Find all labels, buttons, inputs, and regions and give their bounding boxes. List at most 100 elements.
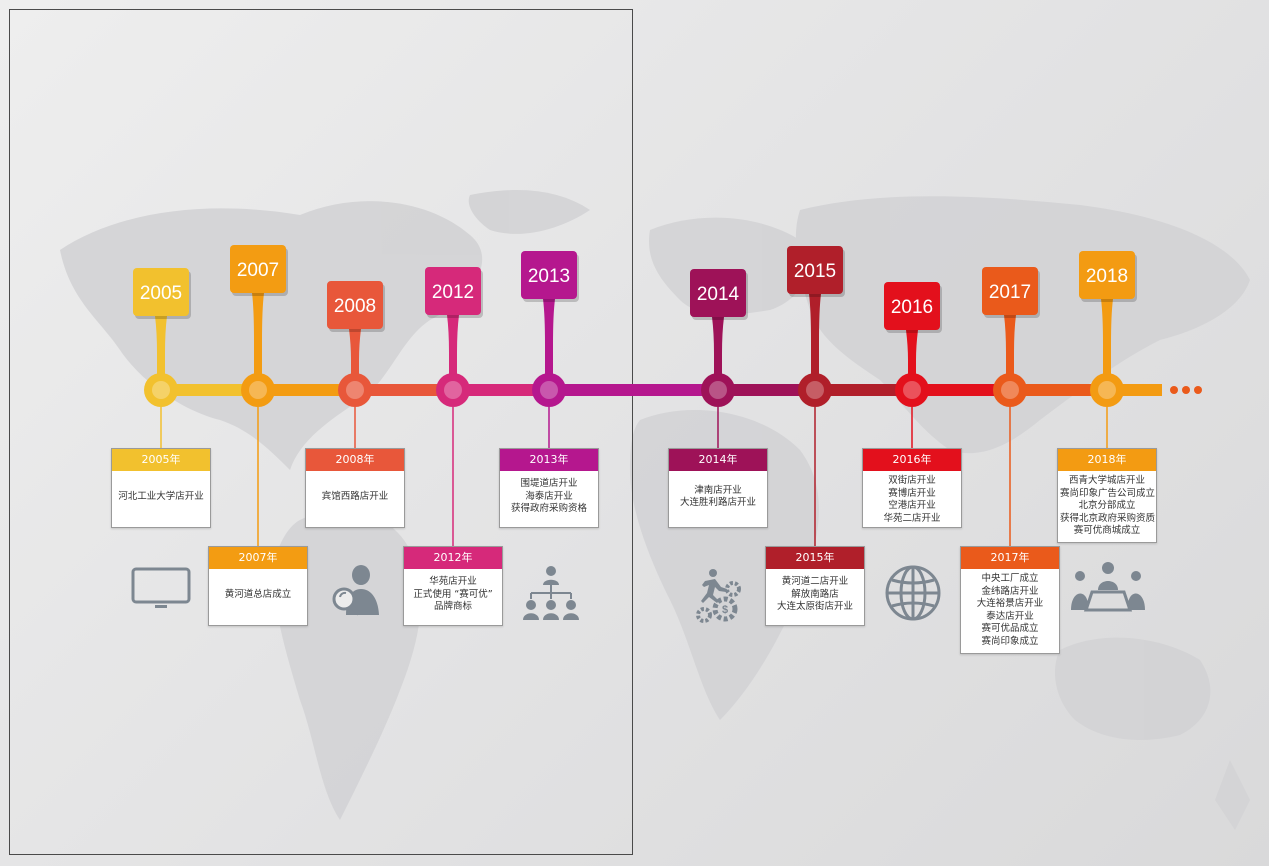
event-item: 正式使用 “赛可优” [413,588,493,600]
event-card-2014: 2014年津南店开业大连胜利路店开业 [668,448,768,528]
event-card-body: 津南店开业大连胜利路店开业 [669,471,767,516]
timeline-node [532,373,566,407]
event-card-body: 西青大学城店开业赛尚印象广告公司成立北京分部成立获得北京政府采购资质赛可优商城成… [1058,471,1156,544]
timeline-node-core [444,381,462,399]
event-card-header: 2012年 [404,547,502,569]
event-card-2015: 2015年黄河道二店开业解放南路店大连太原街店开业 [765,546,865,626]
event-item: 北京分部成立 [1078,500,1136,511]
event-item: 获得北京政府采购资质 [1060,512,1156,524]
timeline-node-core [249,381,267,399]
milestone-2005: 2005 [133,268,191,448]
year-badge-text: 2007 [237,260,279,281]
timeline-node [701,373,735,407]
year-badge [982,267,1038,315]
event-item: 大连太原街店开业 [776,601,853,613]
svg-text:$: $ [722,604,728,616]
continuation-dot [1182,386,1190,394]
event-item: 赛尚印象广告公司成立 [1060,487,1156,499]
event-card-body: 围堤道店开业海泰店开业获得政府采购资格 [500,471,598,522]
timeline-segment-2016 [912,384,1010,396]
event-card-body: 河北工业大学店开业 [112,471,210,509]
year-badge [425,267,481,315]
timeline-node [1090,373,1124,407]
event-item: 西青大学城店开业 [1068,475,1145,486]
event-card-2017: 2017年中央工厂成立金纬路店开业大连裕景店开业泰达店开业赛可优品成立赛尚印象成… [960,546,1060,654]
milestone-stem [349,329,361,378]
monitor-icon [131,567,191,608]
event-item: 中央工厂成立 [981,573,1039,584]
event-card-header: 2005年 [112,449,210,471]
event-item: 围堤道店开业 [520,478,578,490]
year-badge-text: 2005 [140,283,182,304]
year-badge-text: 2008 [334,296,376,317]
event-item: 赛尚印象成立 [981,635,1039,647]
timeline-segment-2012 [453,384,549,396]
event-card-body: 黄河道二店开业解放南路店大连太原街店开业 [766,569,864,620]
event-card-body: 黄河道总店成立 [209,569,307,607]
milestone-2007: 2007 [230,245,288,546]
event-item: 赛可优商城成立 [1073,525,1141,536]
milestone-2008: 2008 [327,281,385,448]
meeting-icon [1071,562,1145,612]
year-badge [133,268,189,316]
event-item: 空港店开业 [888,500,936,511]
continuation-dot [1170,386,1178,394]
timeline-node-core [540,381,558,399]
timeline-node-core [1001,381,1019,399]
timeline-segment-2008 [355,384,453,396]
milestone-stem [447,315,459,378]
event-card-header: 2015年 [766,547,864,569]
timeline-node [798,373,832,407]
milestone-stem [1004,315,1016,378]
year-badge-text: 2016 [891,297,933,318]
event-item: 津南店开业 [694,484,742,496]
timeline-node [436,373,470,407]
milestone-2018: 2018 [1079,251,1137,448]
timeline-node-core [152,381,170,399]
event-item: 获得政府采购资格 [510,503,587,515]
org-chart-icon [523,566,579,620]
milestone-stem [1101,299,1113,378]
event-card-header: 2017年 [961,547,1059,569]
event-item: 华苑店开业 [429,576,477,588]
event-item: 金纬路店开业 [981,585,1039,597]
event-item: 黄河道二店开业 [781,576,849,588]
year-badge-text: 2018 [1086,266,1128,287]
event-card-2016: 2016年双街店开业赛博店开业空港店开业华苑二店开业 [862,448,962,528]
timeline-node-core [346,381,364,399]
event-item: 黄河道总店成立 [224,588,292,600]
timeline-node-core [806,381,824,399]
milestone-2016: 2016 [884,282,942,448]
event-card-header: 2007年 [209,547,307,569]
event-card-2008: 2008年宾馆西路店开业 [305,448,405,528]
milestone-stem [252,293,264,378]
timeline-node [895,373,929,407]
event-card-2005: 2005年河北工业大学店开业 [111,448,211,528]
year-badge [884,282,940,330]
event-item: 海泰店开业 [525,490,573,502]
timeline-node [144,373,178,407]
year-badge-text: 2013 [528,266,570,287]
event-item: 河北工业大学店开业 [118,490,204,502]
timeline-segment-2007 [258,384,355,396]
search-person-icon [332,565,379,616]
event-card-header: 2014年 [669,449,767,471]
running-gears-icon: $ [696,569,741,623]
year-badge [1079,251,1135,299]
year-badge [521,251,577,299]
timeline-node-core [1098,381,1116,399]
timeline-node-core [709,381,727,399]
milestone-stem [712,317,724,378]
event-item: 解放南路店 [791,588,839,600]
year-badge [787,246,843,294]
year-badge [327,281,383,329]
milestone-2014: 2014 [690,269,748,448]
event-card-body: 宾馆西路店开业 [306,471,404,509]
event-item: 双街店开业 [888,475,936,486]
milestone-stem [543,299,555,378]
event-item: 泰达店开业 [986,610,1034,622]
milestone-2013: 2013 [521,251,579,448]
timeline-segment-2017 [1010,384,1107,396]
event-card-header: 2013年 [500,449,598,471]
